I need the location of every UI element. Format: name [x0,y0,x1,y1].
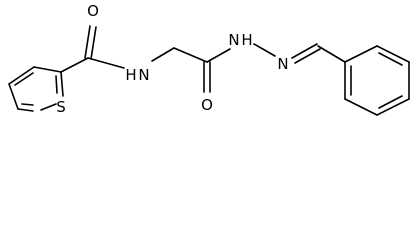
atom-label-o-amide: O [87,2,99,20]
bond-ch-to-phenyl [317,45,346,63]
bond-thiophene-4 [60,71,64,97]
bond-benzene-4 [376,98,410,116]
atom-label-n-amide: N [138,66,149,84]
bond-thiophene-4-inner [55,75,58,94]
bond-ring-to-carbonyl [60,57,89,73]
benzene-ring [344,45,410,116]
bond-thiophene-3 [33,66,62,73]
bond-n-n [253,43,276,57]
bond-imine-2 [294,48,321,64]
bond-amide-c-o-2 [90,26,97,60]
atom-label-o-hydrazide: O [201,96,213,114]
bond-benzene-1 [344,45,378,63]
atom-label-h-amide: H [125,66,136,84]
bond-n-to-ch2 [151,47,175,62]
bond-benzene-5 [344,98,378,116]
atom-label-n-imine: N [277,55,288,73]
bond-thiophene-6 [17,108,34,112]
bond-amide-c-o-1 [84,25,91,59]
chemical-structure: O H N O N H N S [8,2,410,116]
bond-thiophene-2 [8,66,35,85]
bond-carbonyl-to-nh [206,48,231,63]
bond-benzene-2-inner [378,52,403,66]
bond-thiophene-6-inner [21,103,34,106]
atom-label-h-hydrazide: H [241,31,252,49]
bond-thiophene-5 [40,103,57,111]
bond-benzene-2 [376,45,410,63]
thiophene-ring [8,66,64,112]
bond-carbonyl-to-n [87,57,125,69]
atom-label-s-thiophene: S [56,98,66,116]
bond-imine-1 [291,43,318,59]
bond-thiophene-1 [8,83,19,110]
bond-ch2-to-carbonyl [173,47,208,63]
atom-label-n-hydrazide: N [228,31,239,49]
bond-thiophene-2-inner [14,72,34,86]
bond-benzene-4-inner [378,95,403,109]
